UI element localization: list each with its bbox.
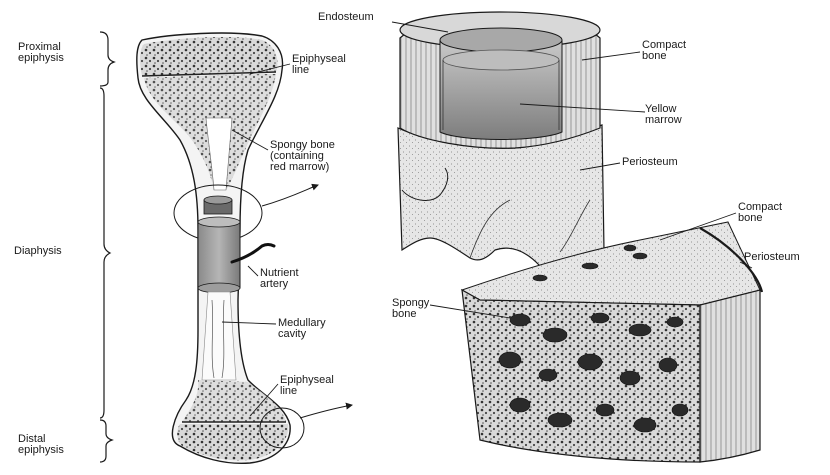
arrow-to-spongy-section (300, 405, 352, 418)
label-medullary-cavity: Medullary cavity (278, 318, 326, 340)
distal-bracket (100, 420, 112, 462)
label-periosteum-spongy: Periosteum (744, 252, 800, 263)
shaft-shaded (198, 222, 240, 288)
arrow-to-shaft-section (262, 185, 318, 206)
label-epiphyseal-line-top: Epiphyseal line (292, 54, 346, 76)
region-brackets (100, 32, 114, 462)
label-epiphyseal-line-bottom: Epiphyseal line (280, 375, 334, 397)
label-yellow-marrow: Yellow marrow (645, 104, 682, 126)
compact-bone-side (700, 290, 760, 462)
label-periosteum-shaft: Periosteum (622, 157, 678, 168)
label-distal-epiphysis: Distal epiphysis (18, 434, 64, 456)
long-bone (137, 33, 352, 463)
label-proximal-epiphysis: Proximal epiphysis (18, 42, 64, 64)
leader-nutrient (248, 266, 258, 276)
label-compact-bone-spongy: Compact bone (738, 202, 782, 224)
label-spongy-bone-red-marrow: Spongy bone (containing red marrow) (270, 140, 335, 173)
proximal-bracket (100, 32, 114, 86)
label-endosteum: Endosteum (318, 12, 374, 23)
shaft-section (392, 12, 645, 266)
proximal-epiphysis-spongy (140, 37, 278, 76)
medullary-lower (202, 292, 236, 380)
label-nutrient-artery: Nutrient artery (260, 268, 299, 290)
diaphysis-bracket (100, 88, 110, 418)
label-compact-bone-shaft: Compact bone (642, 40, 686, 62)
label-spongy-bone: Spongy bone (392, 298, 429, 320)
label-diaphysis: Diaphysis (14, 246, 62, 257)
